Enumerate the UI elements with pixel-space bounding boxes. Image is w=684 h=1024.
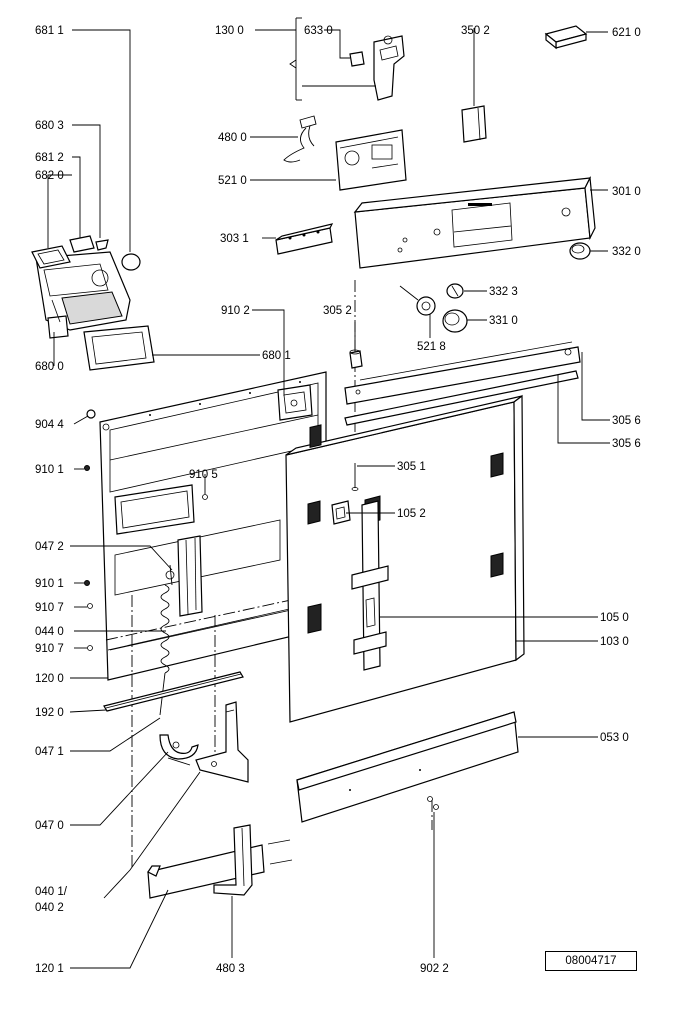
label-332-3: 332 3	[489, 286, 518, 298]
label-680-1: 680 1	[262, 350, 291, 362]
label-047-1: 047 1	[35, 746, 64, 758]
cable-harness	[283, 115, 317, 163]
outer-door-panel	[285, 394, 525, 723]
label-521-0: 521 0	[218, 175, 247, 187]
document-number-box: 08004717	[545, 951, 637, 971]
dispenser-lid	[69, 235, 95, 253]
label-682-0: 682 0	[35, 170, 64, 182]
label-305-1: 305 1	[397, 461, 426, 473]
label-680-3: 680 3	[35, 120, 64, 132]
label-331-0: 331 0	[489, 315, 518, 327]
label-305-6-seal: 305 6	[612, 438, 641, 450]
push-button	[461, 105, 487, 143]
label-910-7-lower: 910 7	[35, 643, 64, 655]
label-681-2: 681 2	[35, 152, 64, 164]
knob-cap	[446, 283, 464, 299]
label-910-5: 910 5	[189, 469, 218, 481]
dispenser-seal	[31, 245, 71, 269]
label-130-0: 130 0	[215, 25, 244, 37]
label-910-7-upper: 910 7	[35, 602, 64, 614]
program-knob	[442, 309, 468, 333]
panel-clip	[331, 500, 351, 525]
label-621-0: 621 0	[612, 27, 641, 39]
door-hinge-strip	[351, 500, 389, 671]
label-910-1-upper: 910 1	[35, 464, 64, 476]
dispenser-assembly	[35, 251, 131, 339]
label-053-0: 053 0	[600, 732, 629, 744]
label-902-2: 902 2	[420, 963, 449, 975]
selector-switch	[399, 285, 436, 316]
label-301-0: 301 0	[612, 186, 641, 198]
handle-bracket	[213, 824, 253, 896]
panel-screw	[351, 463, 359, 491]
hinge-bracket	[277, 384, 313, 421]
indicator-housing	[275, 223, 334, 255]
spacer	[349, 349, 363, 369]
rail	[103, 671, 244, 712]
label-044-0: 044 0	[35, 626, 64, 638]
label-105-0: 105 0	[600, 612, 629, 624]
rinse-aid-plug	[121, 253, 141, 271]
label-305-6-top: 305 6	[612, 415, 641, 427]
label-047-0: 047 0	[35, 820, 64, 832]
door-latch	[349, 35, 405, 101]
top-strip	[344, 341, 581, 405]
label-120-0: 120 0	[35, 673, 64, 685]
dispenser-gasket	[83, 325, 155, 371]
label-904-4: 904 4	[35, 419, 64, 431]
switch-block	[544, 25, 588, 50]
side-bracket	[195, 701, 249, 783]
label-047-2: 047 2	[35, 541, 64, 553]
control-panel	[353, 175, 596, 269]
label-480-3: 480 3	[216, 963, 245, 975]
label-120-1: 120 1	[35, 963, 64, 975]
label-480-0: 480 0	[218, 132, 247, 144]
label-040-2: 040 2	[35, 902, 64, 914]
label-910-1-lower: 910 1	[35, 578, 64, 590]
screws	[84, 465, 208, 651]
label-332-0: 332 0	[612, 246, 641, 258]
hook-bracket	[159, 734, 199, 766]
liner-channel	[177, 535, 203, 617]
kick-plate	[296, 711, 519, 823]
seal-strip	[344, 370, 579, 426]
label-910-2: 910 2	[221, 305, 250, 317]
dispenser-pin	[95, 239, 109, 251]
document-number: 08004717	[565, 955, 617, 967]
liner-window-panel	[114, 484, 195, 535]
label-192-0: 192 0	[35, 707, 64, 719]
label-305-2: 305 2	[323, 305, 352, 317]
label-680-0: 680 0	[35, 361, 64, 373]
label-303-1: 303 1	[220, 233, 249, 245]
construction-lines	[105, 280, 433, 870]
knob	[569, 242, 591, 260]
leader-lines	[47, 17, 610, 969]
callout-labels: 681 1 680 3 681 2 682 0 680 0 130 0 633 …	[35, 25, 641, 975]
label-681-1: 681 1	[35, 25, 64, 37]
label-040-1: 040 1/	[35, 886, 68, 898]
nut	[86, 409, 96, 419]
electronic-module	[335, 129, 407, 191]
label-103-0: 103 0	[600, 636, 629, 648]
label-521-8: 521 8	[417, 341, 446, 353]
label-350-2: 350 2	[461, 25, 490, 37]
label-633-0: 633 0	[304, 25, 333, 37]
label-105-2: 105 2	[397, 508, 426, 520]
